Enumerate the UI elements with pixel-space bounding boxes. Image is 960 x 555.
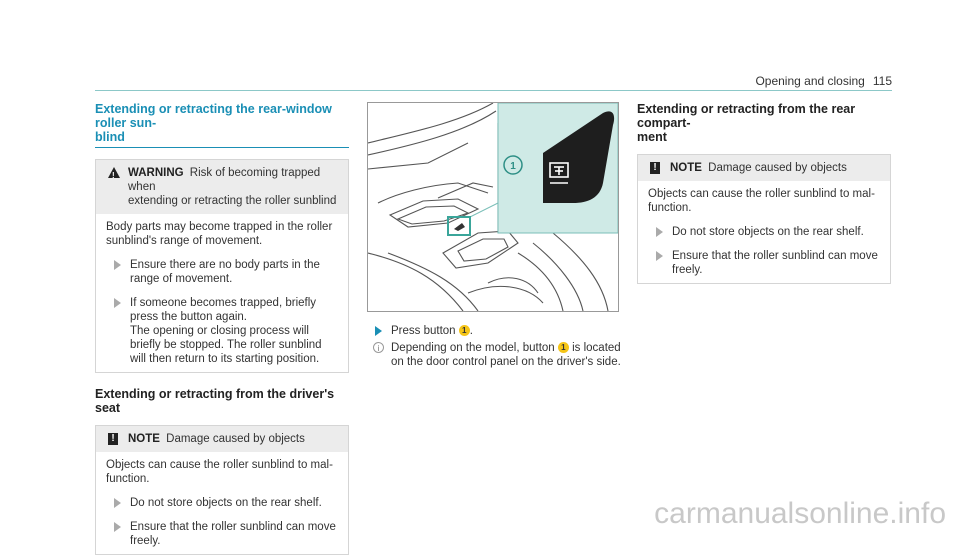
callout-button-housing (543, 111, 615, 203)
step-text: Ensure there are no body parts in the (130, 259, 320, 271)
section-name: Opening and closing (755, 74, 865, 88)
info-text: is located (572, 342, 621, 354)
notice-icon: ! (650, 162, 660, 174)
instruction-step: Do not store objects on the rear shelf. (106, 496, 338, 510)
warning-text: extending or retracting the roller sunbl… (128, 195, 337, 207)
warning-header: ! WARNING Risk of becoming trapped when … (96, 160, 348, 214)
info-text: on the door control panel on the driver'… (391, 356, 621, 368)
step-text: range of movement. (130, 273, 233, 285)
warning-box: ! WARNING Risk of becoming trapped when … (95, 159, 349, 373)
callout-badge (503, 155, 523, 175)
info-note: i Depending on the model, button 1 is lo… (367, 341, 627, 369)
note-box: ! NOTE Damage caused by objects Objects … (95, 425, 349, 555)
step-suffix: . (469, 325, 473, 337)
instruction-step: Ensure there are no body parts in the ra… (106, 258, 338, 286)
info-text: Depending on the model, button (391, 342, 555, 354)
info-icon: i (373, 342, 384, 353)
body-text: function. (648, 202, 692, 214)
notice-icon: ! (108, 433, 118, 445)
step-arrow-icon (114, 260, 121, 270)
instruction-step: Do not store objects on the rear shelf. (648, 225, 880, 239)
running-header: Opening and closing 115 (755, 74, 892, 88)
note-label: NOTE (128, 433, 160, 445)
middle-text: Press button 1. i Depending on the model… (367, 324, 627, 369)
step-arrow-icon (375, 326, 382, 336)
step-arrow-icon (114, 522, 121, 532)
door-panel-illustration: 1 (367, 102, 619, 312)
step-arrow-icon (656, 251, 663, 261)
note-box: ! NOTE Damage caused by objects Objects … (637, 154, 891, 284)
step-arrow-icon (114, 298, 121, 308)
step-text: Ensure that the roller sunblind can move (672, 250, 878, 262)
warning-body: Body parts may become trapped in the rol… (96, 214, 348, 372)
step-text: Do not store objects on the rear shelf. (672, 226, 864, 238)
instruction-step: Ensure that the roller sunblind can move… (648, 249, 880, 277)
step-text: Ensure that the roller sunblind can move (130, 521, 336, 533)
step-text: press the button again. (130, 311, 247, 323)
note-body: Objects can cause the roller sunblind to… (96, 452, 348, 554)
instruction-step: If someone becomes trapped, briefly pres… (106, 296, 338, 366)
step-text: briefly be stopped. The roller sunblind (130, 339, 322, 351)
step-text: The opening or closing process will (130, 325, 309, 337)
callout-number: 1 (510, 161, 516, 172)
note-header: ! NOTE Damage caused by objects (638, 155, 890, 181)
button-number-badge: 1 (557, 342, 569, 354)
title-line: ment (637, 130, 667, 144)
step-arrow-icon (656, 227, 663, 237)
step-text: freely. (130, 535, 161, 547)
note-text: Damage caused by objects (166, 433, 305, 445)
button-number-badge: 1 (458, 325, 470, 337)
page-number: 115 (872, 74, 892, 88)
instruction-step: Ensure that the roller sunblind can move… (106, 520, 338, 548)
body-text: Body parts may become trapped in the rol… (106, 221, 333, 233)
note-header: ! NOTE Damage caused by objects (96, 426, 348, 452)
title-line: Extending or retracting from the rear co… (637, 102, 856, 130)
section-title-rear-compartment: Extending or retracting from the rear co… (637, 102, 891, 144)
section-title-rear-window: Extending or retracting the rear-window … (95, 102, 349, 144)
left-column: Extending or retracting the rear-window … (95, 102, 349, 555)
body-text: Objects can cause the roller sunblind to… (106, 459, 333, 471)
header-rule (95, 90, 892, 91)
button-location-marker (447, 216, 471, 236)
right-column: Extending or retracting from the rear co… (637, 102, 891, 284)
body-text: Objects can cause the roller sunblind to… (648, 188, 875, 200)
warning-label: WARNING (128, 167, 184, 179)
title-rule (95, 147, 349, 148)
door-panel-drawing: 1 (368, 103, 618, 311)
step-text: If someone becomes trapped, briefly (130, 297, 317, 309)
warning-text: Risk of becoming trapped when (128, 167, 321, 193)
body-text: sunblind's range of movement. (106, 235, 263, 247)
title-line: Extending or retracting the rear-window … (95, 102, 332, 130)
step-text: freely. (672, 264, 703, 276)
step-text: will then return to its starting positio… (130, 353, 320, 365)
title-line: blind (95, 130, 125, 144)
note-text: Damage caused by objects (708, 162, 847, 174)
step-text: Press button (391, 325, 456, 337)
section-title-drivers-seat: Extending or retracting from the driver'… (95, 387, 335, 415)
watermark: carmanualsonline.info (654, 497, 946, 530)
note-label: NOTE (670, 162, 702, 174)
instruction-step: Press button 1. (367, 324, 627, 338)
note-body: Objects can cause the roller sunblind to… (638, 181, 890, 283)
warning-icon: ! (108, 167, 120, 180)
sunblind-button-icon (549, 162, 569, 184)
step-text: Do not store objects on the rear shelf. (130, 497, 322, 509)
step-arrow-icon (114, 498, 121, 508)
body-text: function. (106, 473, 150, 485)
